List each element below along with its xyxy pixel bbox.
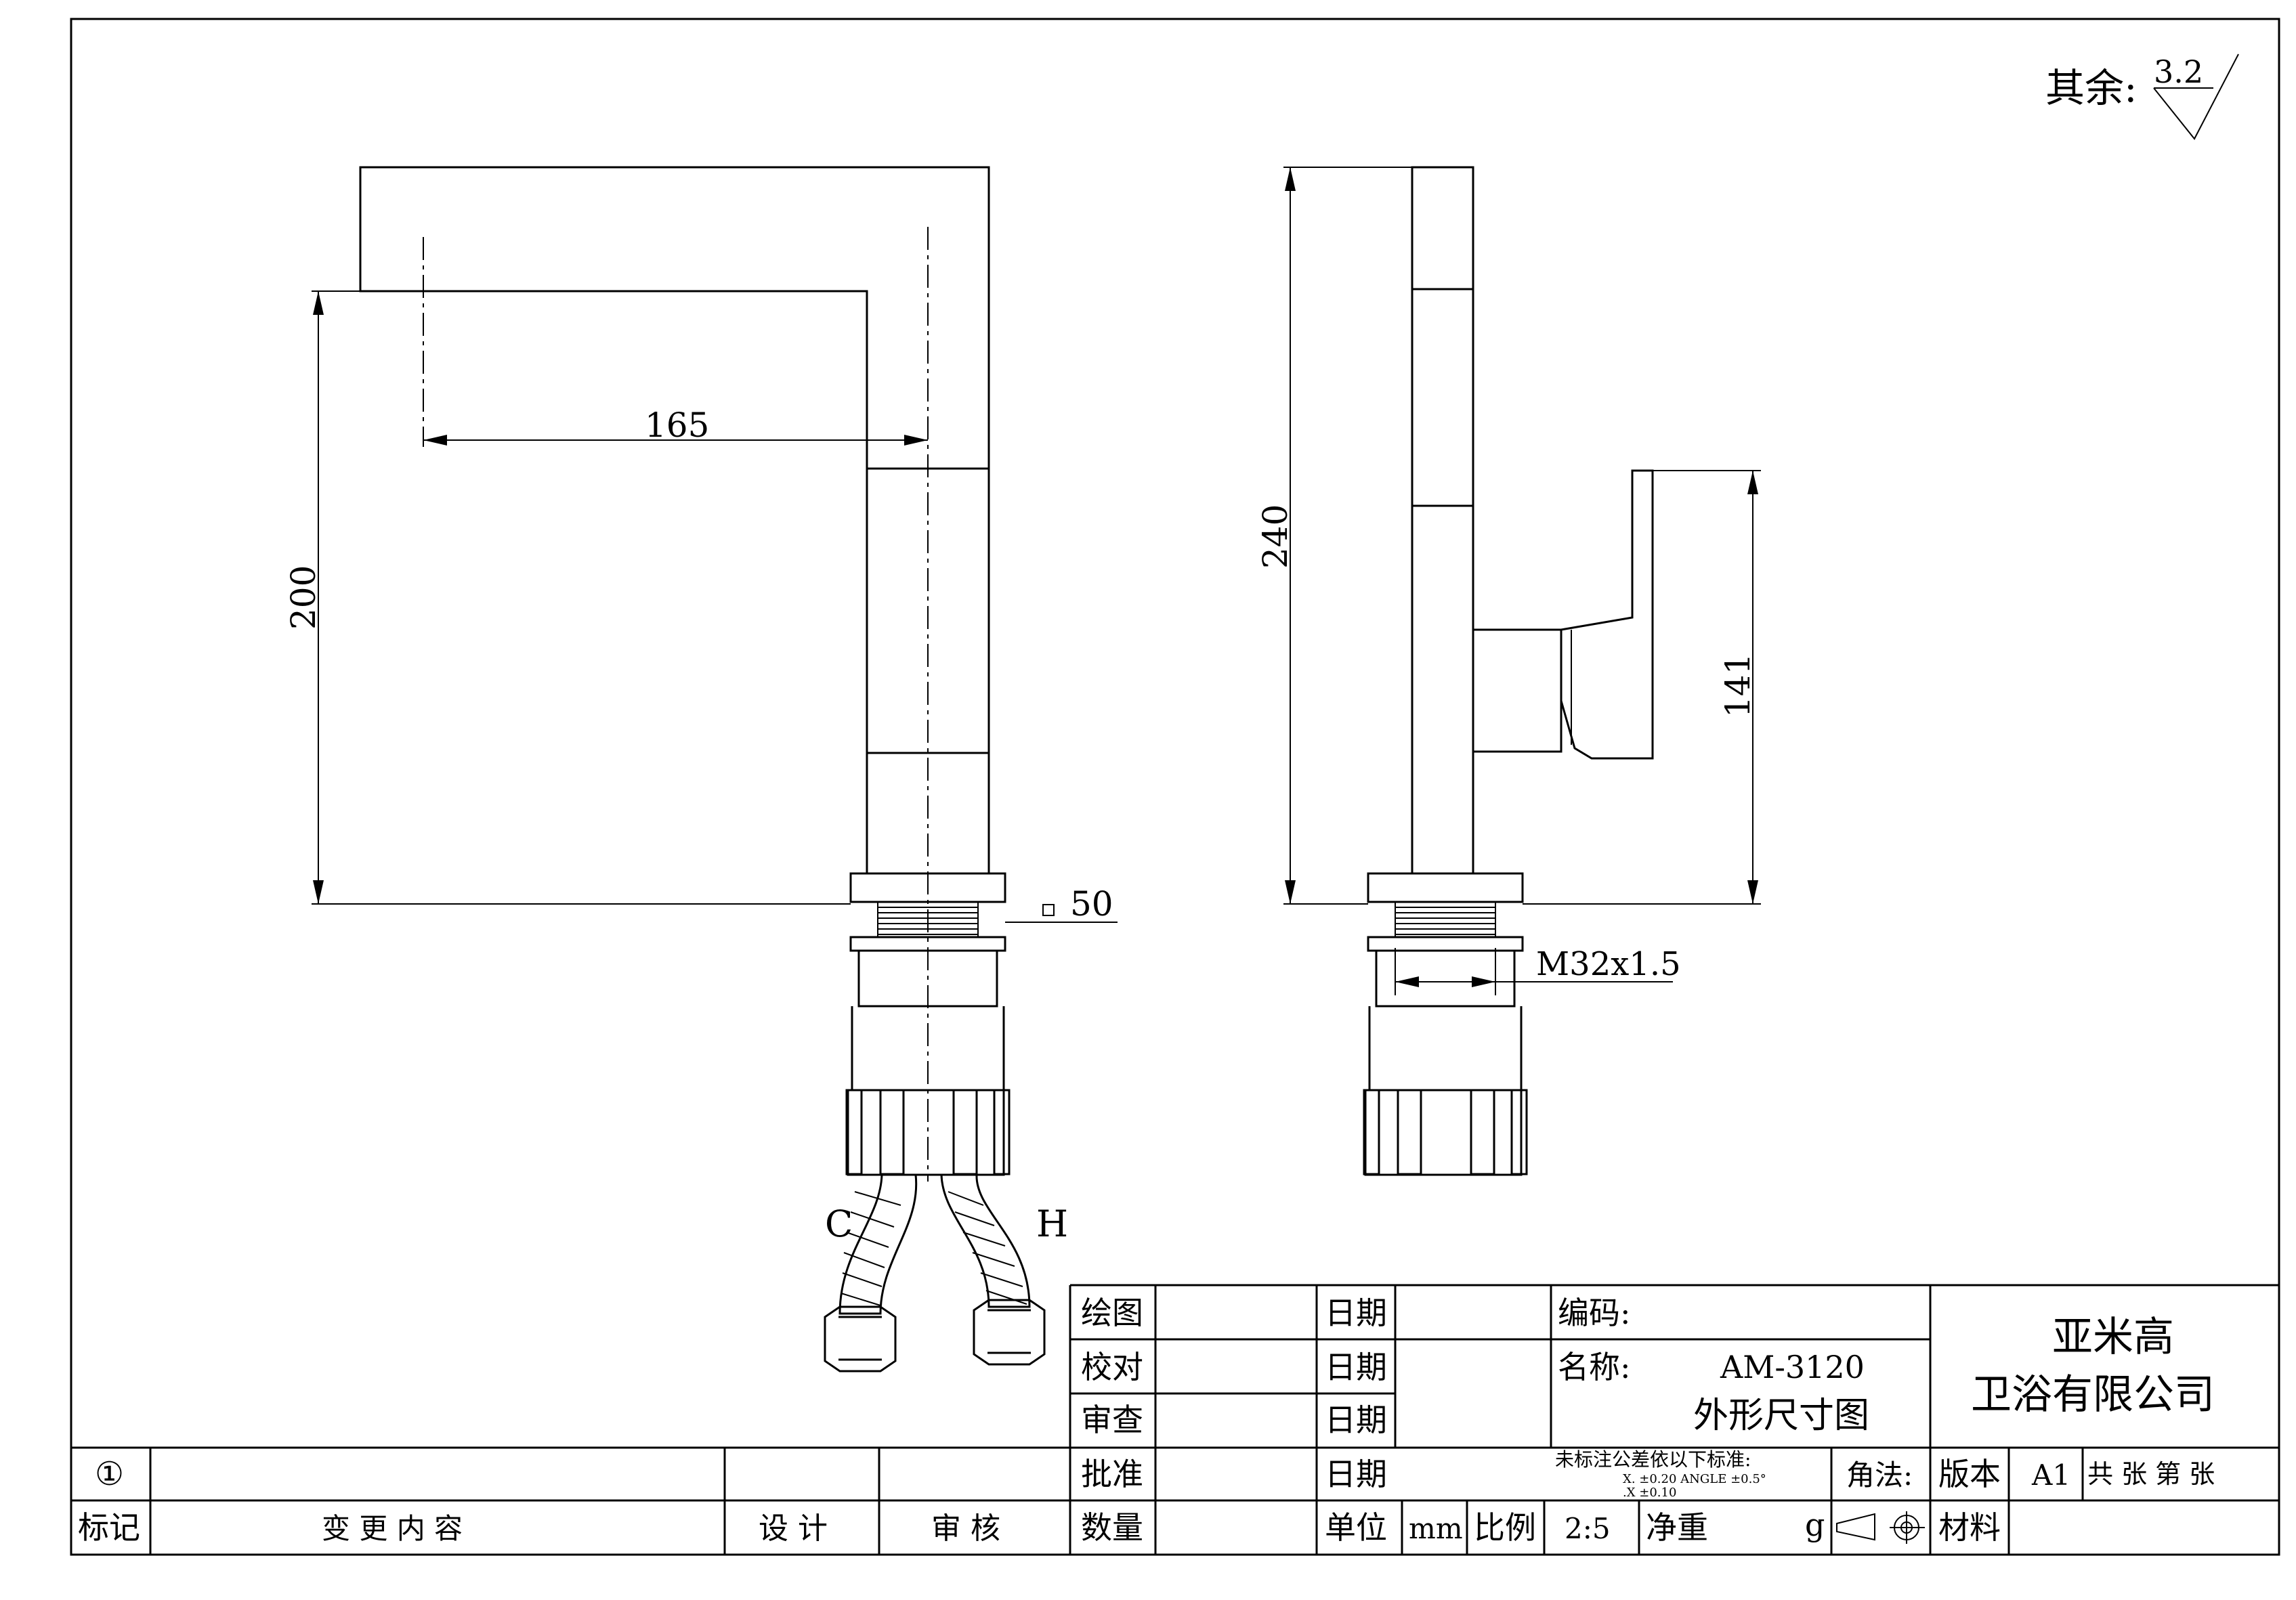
dim-141-label: 141: [1718, 653, 1758, 718]
dim-200-label: 200: [284, 565, 323, 630]
dim-240-label: 240: [1256, 504, 1295, 569]
tolerance-title: 未标注公差依以下标准:: [1555, 1448, 1751, 1471]
label-date-3: 日期: [1325, 1402, 1387, 1438]
version-value: A1: [2031, 1458, 2070, 1492]
side-faucet-body: [1411, 166, 1474, 875]
label-material: 材料: [1938, 1509, 2001, 1546]
label-cold: C: [825, 1203, 853, 1245]
roughness-value: 3.2: [2154, 53, 2203, 90]
roughness-prefix: 其余:: [2045, 65, 2138, 111]
model-number: AM-3120: [1720, 1349, 1865, 1385]
front-hose-cold: [824, 1174, 918, 1372]
label-hot: H: [1036, 1203, 1068, 1245]
sheets-text: 共 张 第 张: [2087, 1459, 2215, 1489]
dim-thread: M32x1.5: [1395, 945, 1681, 995]
label-unit: 单位: [1325, 1509, 1387, 1546]
drawing-name: 外形尺寸图: [1693, 1396, 1869, 1436]
projection-symbol-icon: [1836, 1511, 1925, 1544]
dim-240: 240: [1256, 167, 1412, 905]
label-name: 名称:: [1558, 1349, 1631, 1385]
label-mark: 标记: [78, 1509, 140, 1546]
side-view: 240 141 M32x1.5: [1256, 166, 1761, 1176]
side-nut-body: [1368, 951, 1523, 1091]
dim-50-label: 50: [1070, 884, 1113, 924]
label-net-weight: 净重: [1646, 1509, 1708, 1546]
label-quantity: 数量: [1081, 1509, 1143, 1546]
revision-mark: ①: [95, 1455, 124, 1493]
front-crown-teeth: [845, 1089, 1011, 1176]
label-design: 设 计: [759, 1511, 828, 1546]
tolerance-line2: .X ±0.10: [1623, 1486, 1676, 1500]
dim-141: 141: [1523, 470, 1761, 905]
label-version: 版本: [1938, 1456, 2001, 1492]
company-name-line1: 亚米高: [2052, 1314, 2174, 1361]
dim-165-label: 165: [645, 406, 709, 445]
dim-200: 200: [284, 290, 851, 905]
label-scale: 比例: [1474, 1509, 1536, 1546]
roughness-symbol: [2153, 53, 2239, 140]
front-faucet-body: [359, 166, 990, 875]
label-change-content: 变 更 内 容: [322, 1512, 463, 1545]
unit-value: mm: [1409, 1512, 1463, 1545]
front-hose-cold-nut: [824, 1305, 897, 1372]
dim-50: 50: [1005, 884, 1118, 924]
surface-roughness-note: 其余: 3.2: [2045, 53, 2239, 140]
label-angle-method: 角法:: [1846, 1458, 1913, 1492]
label-approve: 批准: [1081, 1456, 1143, 1492]
label-audit: 审 核: [931, 1511, 1000, 1546]
side-handle: [1473, 469, 1654, 760]
label-review: 审查: [1081, 1402, 1143, 1438]
weight-unit: g: [1805, 1507, 1825, 1543]
label-date-1: 日期: [1325, 1295, 1387, 1331]
dim-thread-label: M32x1.5: [1536, 945, 1681, 983]
title-block: 绘图 校对 审查 批准 数量 日期 日期 日期 日期 单位 mm 比例 2:5 …: [71, 1284, 2279, 1555]
front-view: 165 200 50 C H: [284, 166, 1118, 1372]
label-check: 校对: [1081, 1349, 1143, 1385]
front-hose-hot-nut: [973, 1299, 1046, 1366]
company-name-line2: 卫浴有限公司: [1971, 1371, 2215, 1419]
dim-165: 165: [423, 406, 928, 446]
label-draw: 绘图: [1081, 1295, 1143, 1331]
sheet-border: [70, 18, 2280, 1556]
label-date-2: 日期: [1325, 1349, 1387, 1385]
side-threaded-stud: [1367, 902, 1524, 952]
scale-value: 2:5: [1565, 1512, 1611, 1545]
side-base-flange: [1367, 872, 1524, 903]
side-crown-teeth: [1363, 1089, 1528, 1176]
front-hose-hot: [940, 1174, 1046, 1366]
tolerance-line1: X. ±0.20 ANGLE ±0.5°: [1623, 1472, 1766, 1486]
square-symbol: [1042, 904, 1055, 916]
label-code: 编码:: [1558, 1295, 1631, 1331]
label-date-4: 日期: [1325, 1456, 1387, 1492]
